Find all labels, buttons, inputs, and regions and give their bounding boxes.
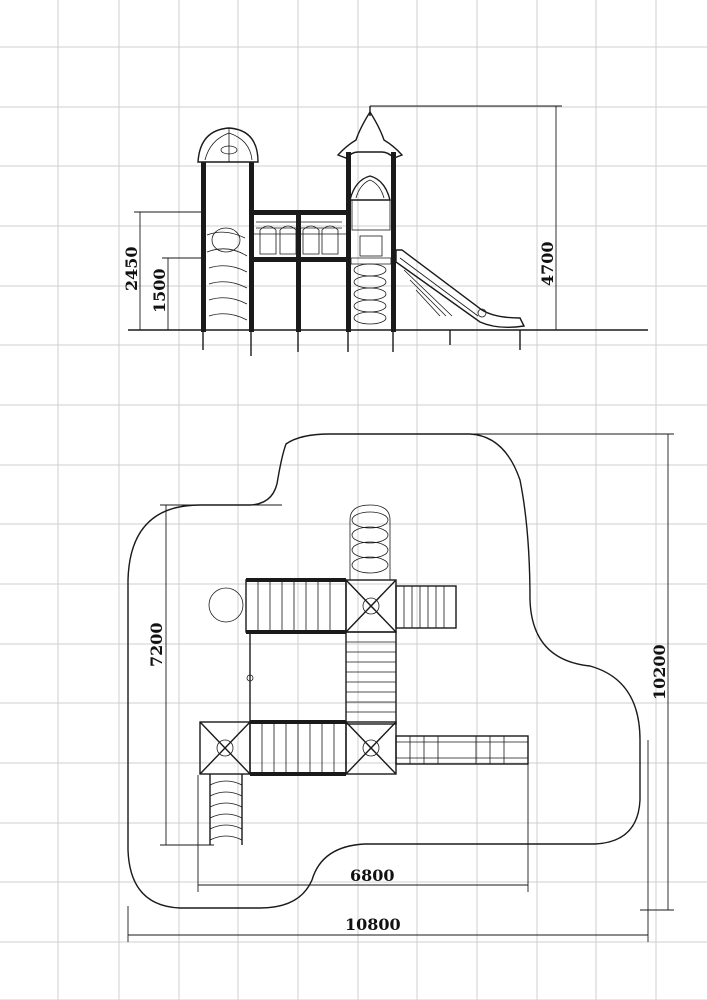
right-tower-lower-roof [349,175,392,265]
dim-10800-label: 10800 [345,915,401,934]
plan-top-tower [345,579,397,633]
plan-rope [246,632,254,722]
dim-10200-label: 10200 [650,644,669,700]
left-tower-roof [197,127,259,163]
dim-1500-label: 1500 [150,268,169,313]
dim-4700-line [370,105,562,330]
plan-slide [395,735,529,765]
dim-6800-line [197,764,529,892]
plan-bottom-left-tower [199,721,251,775]
elevation-view: 2450 1500 4700 [122,105,648,356]
dim-2450-line [134,211,202,330]
dim-10800-line [127,740,649,942]
dim-7200-label: 7200 [147,622,166,667]
plan-view: 7200 6800 10200 10800 [127,433,674,942]
slide [395,249,526,350]
dim-6800-label: 6800 [350,866,395,885]
plan-vertical-bridge [345,631,397,725]
dim-1500-line [162,257,202,330]
dim-4700-label: 4700 [538,241,557,286]
plan-bottom-right-tower [345,721,397,775]
left-tower-post [249,162,254,332]
dim-10200-line [470,433,674,911]
dim-2450-label: 2450 [122,246,141,291]
left-climber [206,227,248,321]
left-tower-post [201,162,206,332]
dim-7200-line [160,504,282,846]
plan-bottom-bridge [249,720,347,776]
bridge-section [249,210,347,352]
safety-zone-outline [127,433,641,909]
plan-top-left-bridge [208,578,347,634]
plan-bottom-climber [209,774,243,845]
right-tower-spire [336,106,404,352]
plan-ring-ladder [349,504,391,580]
plan-top-steps [395,585,457,629]
ring-ladder [353,263,387,325]
